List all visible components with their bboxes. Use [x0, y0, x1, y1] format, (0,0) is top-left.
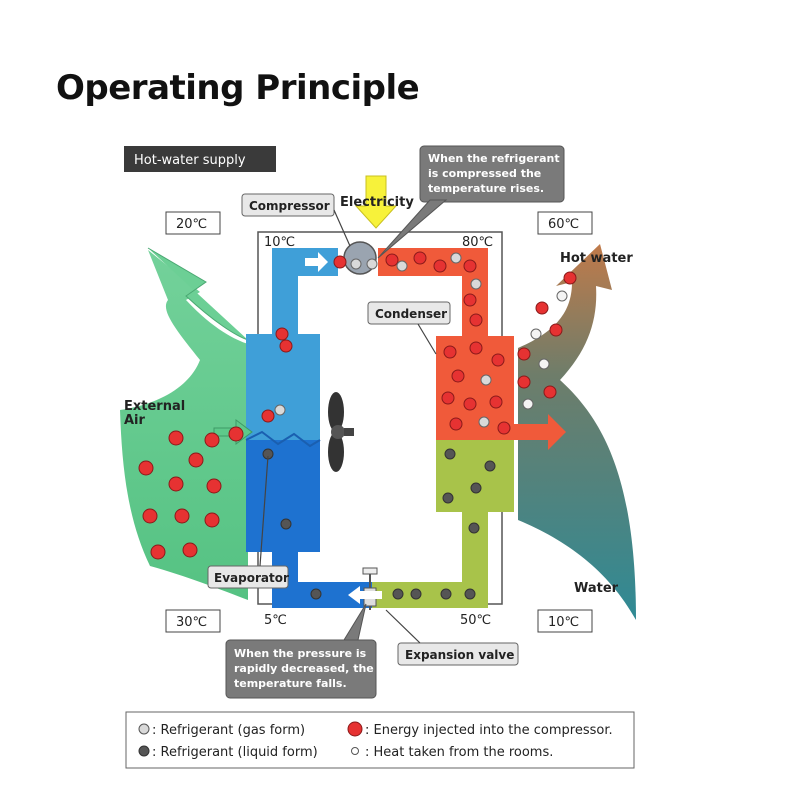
- temp-ref-10: 10℃: [264, 235, 295, 250]
- water-label: Water: [574, 581, 619, 596]
- hot-water-label: Hot water: [560, 251, 633, 266]
- banner-box: [124, 146, 276, 172]
- svg-text:When the refrigerant: When the refrigerant: [428, 152, 560, 165]
- banner-text: Hot-water supply: [134, 153, 246, 168]
- legend-energy: : Energy injected into the compressor.: [365, 723, 613, 738]
- evaporator-lower: [246, 440, 320, 552]
- svg-text:rapidly decreased, the: rapidly decreased, the: [234, 662, 374, 675]
- compressor-label: Compressor: [241, 193, 351, 247]
- legend-heat: : Heat taken from the rooms.: [365, 745, 553, 760]
- expansion-valve-label: Expansion valve: [385, 609, 519, 666]
- expansion-valve-icon: [362, 567, 378, 610]
- svg-text:is compressed the: is compressed the: [428, 167, 541, 180]
- temp-ref-80: 80℃: [462, 235, 493, 250]
- fan-icon: [328, 392, 354, 472]
- svg-text:60℃: 60℃: [548, 217, 579, 232]
- svg-text:10℃: 10℃: [548, 615, 579, 630]
- legend-gas: : Refrigerant (gas form): [152, 723, 305, 738]
- svg-text:Expansion valve: Expansion valve: [405, 648, 514, 662]
- svg-text:20℃: 20℃: [176, 217, 207, 232]
- evaporator-label: Evaporator: [207, 455, 289, 589]
- temp-ref-5: 5℃: [264, 613, 287, 628]
- electricity-label: Electricity: [340, 195, 414, 210]
- legend-liquid: : Refrigerant (liquid form): [152, 745, 318, 760]
- temp-air-in: 30℃: [165, 609, 221, 633]
- flow-arrow-valve: [348, 586, 382, 604]
- refrigerant-dots: [261, 251, 511, 600]
- svg-text:30℃: 30℃: [176, 615, 207, 630]
- temp-water-hot: 60℃: [537, 211, 593, 235]
- external-air-label-2: Air: [124, 413, 146, 428]
- hot-water-arrow: [514, 414, 566, 450]
- legend: : Refrigerant (gas form) : Refrigerant (…: [125, 711, 635, 769]
- svg-text:Compressor: Compressor: [249, 199, 330, 213]
- svg-text:When the pressure is: When the pressure is: [234, 647, 367, 660]
- svg-text:Condenser: Condenser: [375, 307, 447, 321]
- air-out-arrow: [147, 247, 249, 341]
- legend-energy-icon: [347, 721, 363, 737]
- svg-text:temperature rises.: temperature rises.: [428, 182, 544, 195]
- water-heat-dots: [517, 271, 577, 410]
- callout-pressure: When the pressure is rapidly decreased, …: [225, 603, 377, 699]
- air-energy-dots: [138, 426, 244, 560]
- temp-ref-50: 50℃: [460, 613, 491, 628]
- svg-text:Evaporator: Evaporator: [214, 571, 289, 585]
- water-flow: [518, 244, 636, 620]
- flow-arrow-in: [305, 252, 328, 272]
- temp-water-cold: 10℃: [537, 609, 593, 633]
- electricity-arrow: [354, 175, 398, 229]
- condenser-label: Condenser: [367, 301, 451, 355]
- temp-air-out: 20℃: [165, 211, 221, 235]
- legend-gas-icon: [138, 723, 150, 735]
- page-title: Operating Principle: [56, 68, 420, 108]
- callout-compress: When the refrigerant is compressed the t…: [377, 145, 565, 259]
- external-air-label-1: External: [124, 399, 185, 414]
- legend-heat-icon: [351, 747, 359, 755]
- svg-text:temperature falls.: temperature falls.: [234, 677, 347, 690]
- legend-liquid-icon: [138, 745, 150, 757]
